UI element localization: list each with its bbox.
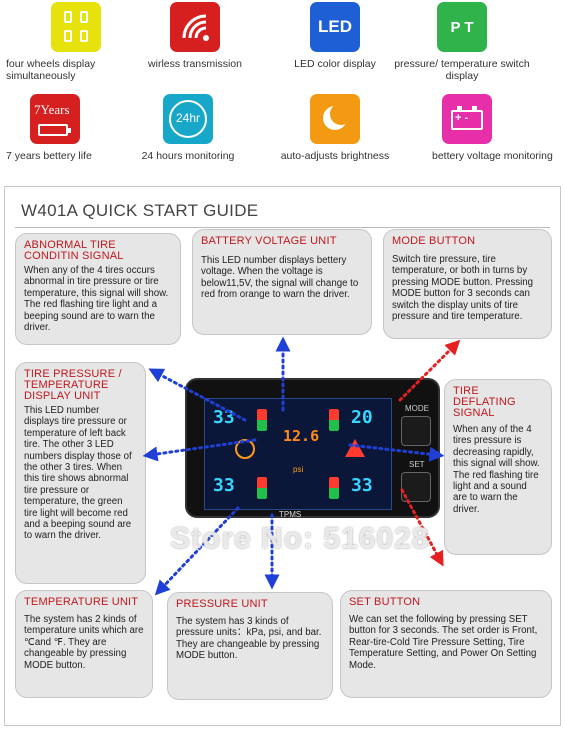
feature-label: bettery voltage monitoring	[432, 150, 553, 162]
pressure-unit-label: psi	[293, 465, 304, 474]
tire-light-front-right	[329, 409, 339, 431]
card-battery-voltage: BATTERY VOLTAGE UNIT This LED number dis…	[192, 229, 372, 335]
card-title: SET BUTTON	[349, 596, 421, 608]
feature-switch: P T pressure/ temperature switch display	[392, 2, 532, 82]
arrow-mode	[398, 339, 461, 402]
card-title: MODE BUTTON	[392, 235, 476, 247]
bottom-right-reading: 33	[351, 475, 373, 496]
feature-label: 24 hours monitoring	[141, 150, 235, 162]
guide-title: W401A QUICK START GUIDE	[21, 201, 259, 220]
arrow-pressure-display	[142, 438, 257, 462]
store-watermark: Store No: 516028	[170, 522, 430, 555]
battery-life-icon: 7Years	[30, 94, 80, 144]
arrow-temperature	[154, 506, 240, 596]
card-title: TEMPERATURE UNIT	[24, 596, 139, 608]
card-text: This LED number displays tire pressure o…	[24, 405, 132, 542]
wireless-icon	[170, 2, 220, 52]
mode-label: MODE	[405, 404, 429, 413]
card-set-button: SET BUTTON We can set the following by p…	[340, 590, 552, 698]
deflating-warning-icon	[345, 439, 365, 457]
abnormal-tire-icon	[235, 439, 255, 459]
feature-label: auto-adjusts brightness	[280, 150, 390, 162]
tpms-device: 33 20 33 33 12.6 psi TPMS MODE SET	[185, 378, 440, 519]
feature-battery-voltage: + - bettery voltage monitoring	[432, 94, 565, 162]
card-pressure-unit: PRESSURE UNIT The system has 3 kinds of …	[167, 592, 333, 700]
card-text: We can set the following by pressing SET…	[349, 614, 538, 671]
feature-battery-life: 7Years 7 years bettery life	[6, 94, 146, 162]
card-tire-deflating: TIRE DEFLATING SIGNAL When any of the 4 …	[444, 379, 552, 555]
card-title: TIRE DEFLATING SIGNAL	[453, 385, 516, 419]
feature-label: four wheels display simultaneously	[6, 58, 96, 82]
feature-brightness: auto-adjusts brightness	[265, 94, 405, 162]
top-right-reading: 20	[351, 407, 373, 428]
card-title: ABNORMAL TIRE CONDITIN SIGNAL	[24, 239, 124, 262]
feature-label: LED color display	[294, 58, 376, 70]
card-title: TIRE PRESSURE / TEMPERATURE DISPLAY UNIT	[24, 368, 122, 402]
divider	[15, 227, 550, 228]
card-mode-button: MODE BUTTON Switch tire pressure, tire t…	[383, 229, 552, 339]
battery-voltage-reading: 12.6	[283, 427, 320, 445]
arrow-abnormal	[148, 368, 247, 422]
brightness-icon	[310, 94, 360, 144]
feature-label: 7 years bettery life	[6, 150, 92, 162]
tire-light-rear-right	[329, 477, 339, 499]
arrow-deflating	[348, 443, 445, 462]
card-title: BATTERY VOLTAGE UNIT	[201, 235, 337, 247]
card-pressure-display: TIRE PRESSURE / TEMPERATURE DISPLAY UNIT…	[15, 362, 146, 584]
card-text: The system has 2 kinds of temperature un…	[24, 614, 144, 671]
card-text: When any of the 4 tires occurs abnormal …	[24, 265, 169, 334]
four-wheels-icon	[51, 2, 101, 52]
card-text: Switch tire pressure, tire temperature, …	[392, 254, 534, 323]
feature-wireless: wirless transmission	[125, 2, 265, 70]
mode-button[interactable]	[401, 416, 431, 446]
feature-label: pressure/ temperature switch display	[394, 58, 530, 82]
clock-24h-icon: 24hr	[163, 94, 213, 144]
bottom-left-reading: 33	[213, 475, 235, 496]
feature-label: wirless transmission	[148, 58, 242, 70]
card-abnormal-signal: ABNORMAL TIRE CONDITIN SIGNAL When any o…	[15, 233, 181, 345]
tire-light-front-left	[257, 409, 267, 431]
feature-24h: 24hr 24 hours monitoring	[118, 94, 258, 162]
card-text: When any of the 4 tires pressure is decr…	[453, 424, 540, 515]
led-icon: LED	[310, 2, 360, 52]
feature-four-wheels: four wheels display simultaneously	[6, 2, 146, 82]
card-text: This LED number displays bettery voltage…	[201, 255, 359, 301]
card-text: The system has 3 kinds of pressure units…	[176, 616, 322, 662]
set-label: SET	[409, 460, 425, 469]
battery-voltage-icon: + -	[442, 94, 492, 144]
switch-icon: P T	[437, 2, 487, 52]
arrow-set	[400, 488, 444, 567]
tire-light-rear-left	[257, 477, 267, 499]
device-screen: 33 20 33 33 12.6 psi	[204, 398, 392, 510]
brand-label: TPMS	[279, 510, 302, 519]
feature-led: LED LED color display	[265, 2, 405, 70]
card-temperature-unit: TEMPERATURE UNIT The system has 2 kinds …	[15, 590, 153, 698]
card-title: PRESSURE UNIT	[176, 598, 268, 610]
